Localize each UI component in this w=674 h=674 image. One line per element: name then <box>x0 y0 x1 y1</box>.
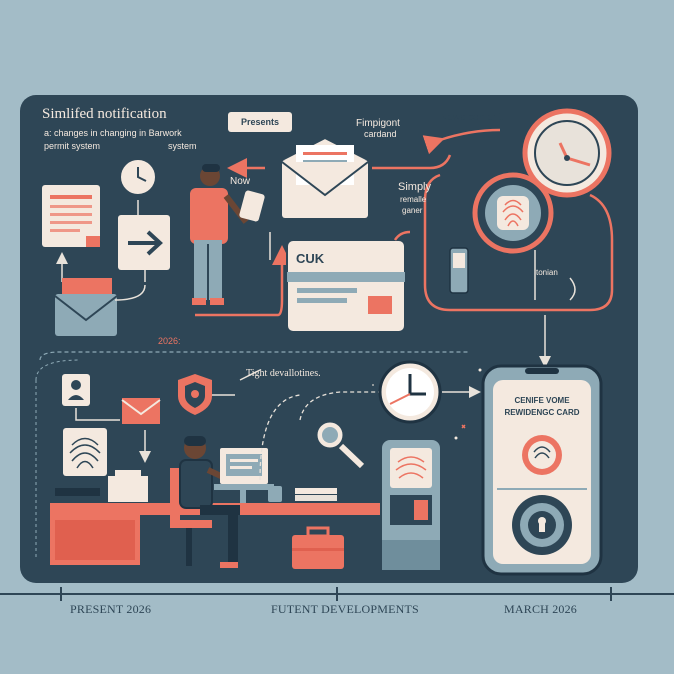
timeline-label-future: FUTENT DEVELOPMENTS <box>271 602 419 616</box>
envelope-icon <box>121 398 161 424</box>
subtitle-line2: permit system <box>44 141 101 151</box>
document-icon <box>42 185 100 247</box>
fimpigont-label: Fimpigont <box>356 118 400 129</box>
card-text: CUK <box>296 251 325 266</box>
presents-text: Presents <box>240 117 280 127</box>
year-label: 2026: <box>158 336 181 346</box>
now-label: Now <box>230 176 251 187</box>
credit-card-icon <box>286 239 406 333</box>
tight-label: Tight devallotines. <box>246 368 321 379</box>
ganer-label: ganer <box>402 206 423 215</box>
arrow-right-icon <box>118 215 170 270</box>
page-title: Simlifed notification <box>42 106 167 122</box>
timeline-tick <box>610 587 612 601</box>
fingerprint-icon <box>63 428 107 476</box>
briefcase-icon <box>292 526 344 569</box>
clock-icon <box>378 360 442 424</box>
subtitle-right: system <box>168 141 197 151</box>
mobile-phone-icon <box>449 247 469 294</box>
subtitle-line1: a: changes in changing in Barwork <box>44 128 182 138</box>
simply-label: Simply <box>398 181 432 193</box>
timeline-label-march: MARCH 2026 <box>504 602 578 616</box>
envelope-icon <box>54 278 118 336</box>
remalle-label: remalle <box>400 195 427 204</box>
open-envelope-icon <box>281 136 369 218</box>
cardand-label: cardand <box>364 129 397 139</box>
clock-icon <box>119 158 157 196</box>
presents-label: Presents <box>228 112 292 132</box>
laptop-icon <box>214 448 274 503</box>
id-card-icon <box>62 374 90 406</box>
timeline-tick <box>60 587 62 601</box>
lock-icon <box>512 495 572 555</box>
person-with-phone-icon <box>190 164 265 305</box>
phone-title-line1: Cenife Vome <box>514 396 570 405</box>
nowe-comont-label: Nowe comont: <box>440 112 504 123</box>
timer-icon <box>522 108 612 198</box>
tonian-label: tonian <box>536 268 558 277</box>
kiosk-icon <box>382 440 440 570</box>
timeline-label-present: PRESENT 2026 <box>70 602 152 616</box>
timeline-tick <box>336 587 338 601</box>
magnifier-icon <box>314 419 365 469</box>
fingerprint-icon <box>472 172 554 254</box>
shield-icon <box>178 374 212 415</box>
phone-title-line2: Rewidengc card <box>504 408 580 417</box>
